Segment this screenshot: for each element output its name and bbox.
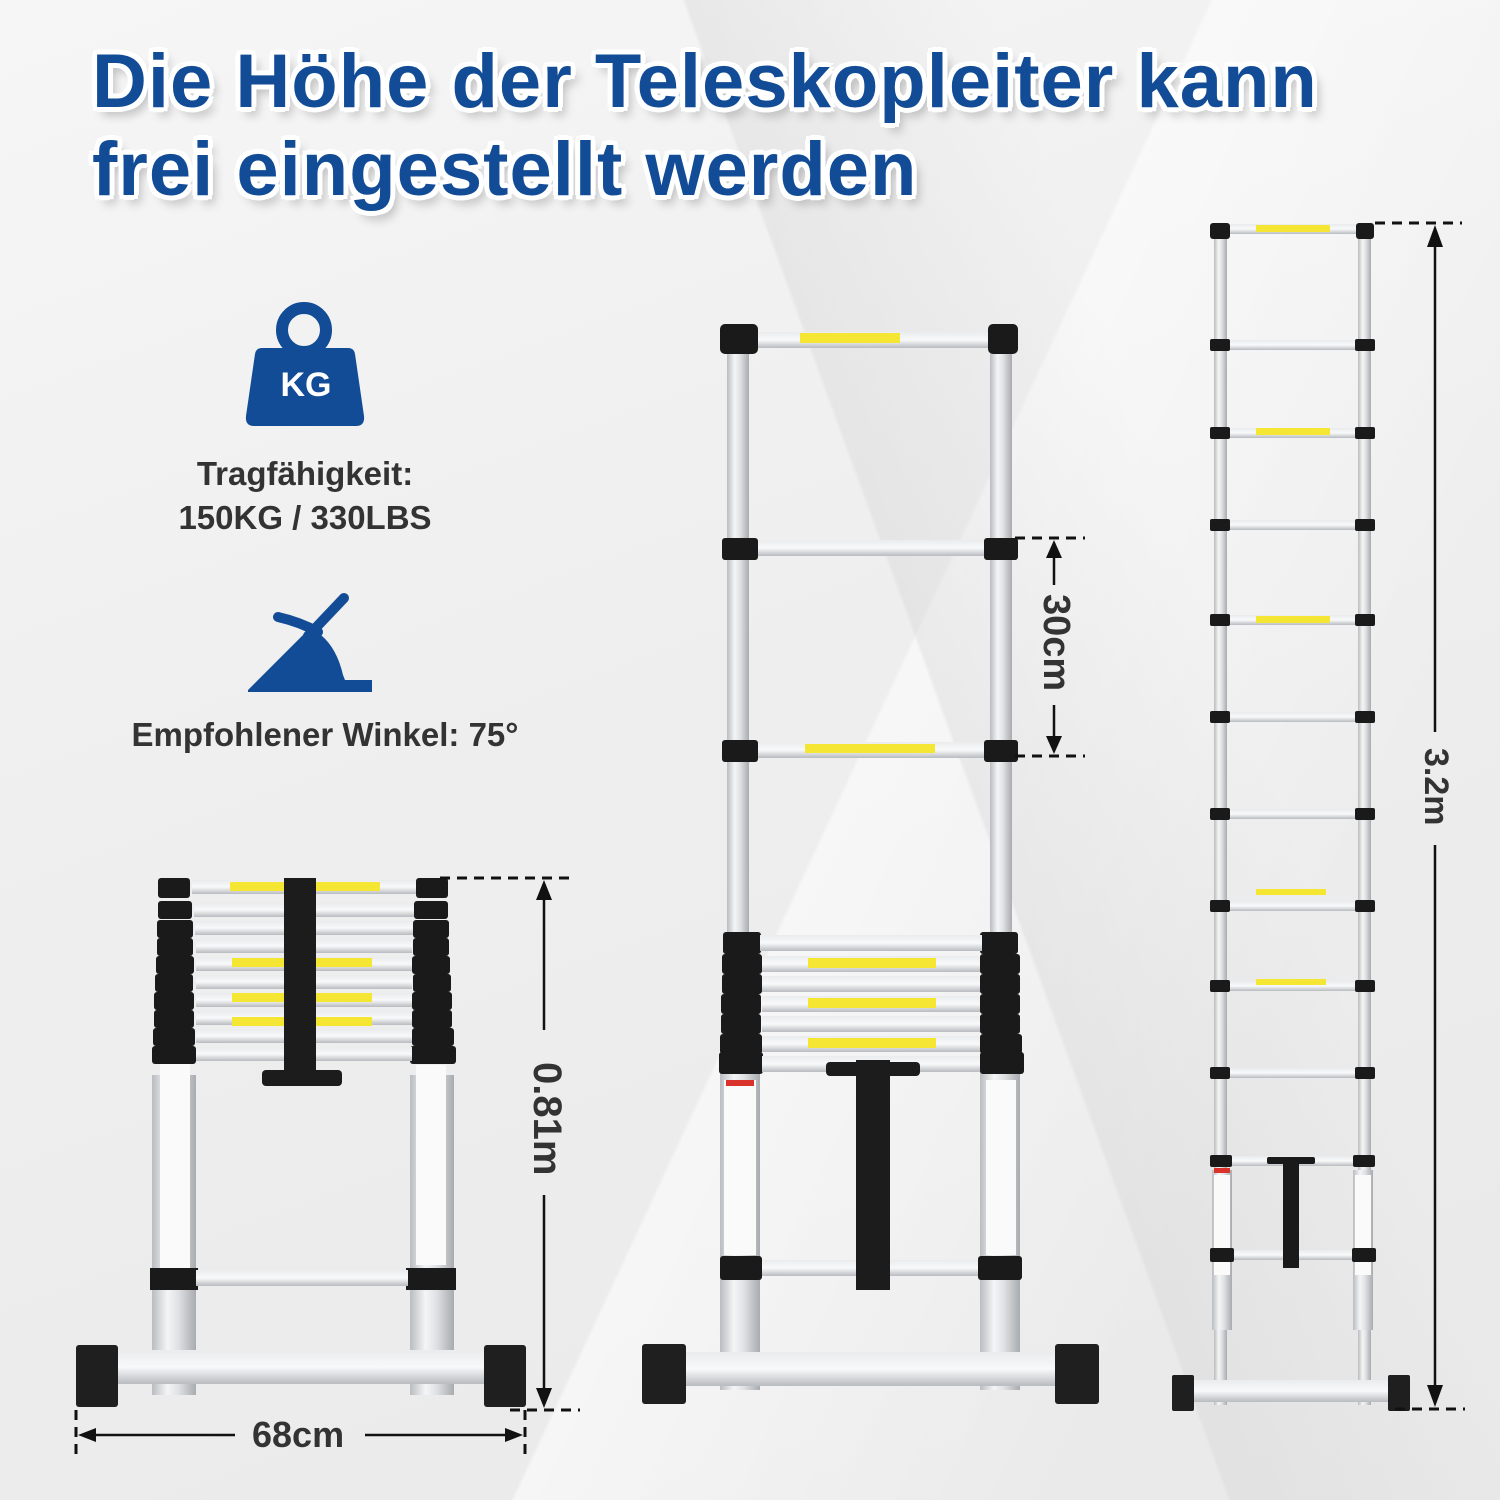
title-line-1: Die Höhe der Teleskopleiter kann [92,39,1318,124]
width-dimension: 68cm [252,1414,345,1455]
title-line-2: frei eingestellt werden [92,127,918,212]
extended-height-dimension: 3.2m [1417,748,1455,826]
angle-label: Empfohlener Winkel: 75° [131,716,519,753]
rung-spacing-dimension: 30cm [1035,594,1077,692]
weight-icon-text: KG [280,366,332,404]
page-title: Die Höhe der Teleskopleiter kann frei ei… [92,38,1318,214]
load-capacity-label: Tragfähigkeit: 150KG / 330LBS [130,452,480,540]
load-capacity-title: Tragfähigkeit: [196,455,414,492]
load-capacity-value: 150KG / 330LBS [178,499,432,536]
collapsed-height-dimension: 0.81m [525,1062,569,1176]
